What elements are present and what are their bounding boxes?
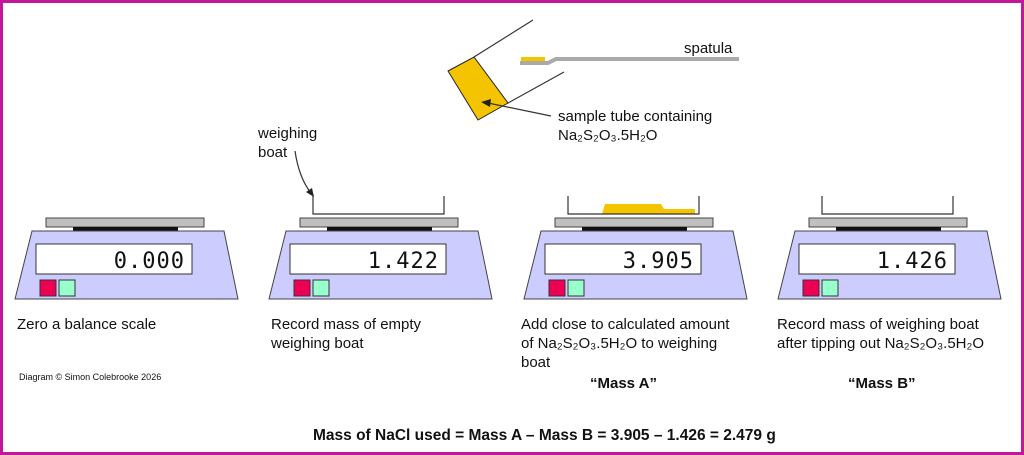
scale-display (35, 243, 193, 275)
weighing-boat (312, 196, 445, 215)
power-button[interactable] (312, 279, 330, 297)
scale-display (798, 243, 956, 275)
caption-line: of Na₂S₂O₃.5H₂O to weighing (521, 335, 718, 352)
balance-scale: 1.426 (777, 196, 1002, 300)
tare-button[interactable] (548, 279, 566, 297)
step-4-caption: Record mass of weighing boat after tippi… (777, 315, 984, 353)
power-button[interactable] (821, 279, 839, 297)
caption-line: after tipping out Na₂S₂O₃.5H₂O (777, 335, 985, 352)
tare-button[interactable] (802, 279, 820, 297)
power-button[interactable] (58, 279, 76, 297)
label-line: boat (258, 144, 288, 161)
sample-tube-label: sample tube containing Na₂S₂O₃.5H₂O (558, 107, 712, 145)
mass-equation: Mass of NaCl used = Mass A – Mass B = 3.… (313, 427, 776, 444)
scale-pan (808, 217, 968, 228)
weighing-boat (821, 196, 954, 215)
mass-a-tag: “Mass A” (590, 375, 657, 392)
sample-tube (447, 19, 565, 121)
label-line: sample tube containing (558, 108, 713, 125)
caption-line: Record mass of weighing boat (777, 316, 979, 333)
step-2-caption: Record mass of empty weighing boat (271, 315, 421, 353)
step-1-caption: Zero a balance scale (17, 315, 156, 334)
pan-support (836, 227, 941, 231)
balance-scale: 1.422 (268, 196, 493, 300)
pan-support (73, 227, 178, 231)
scale-reading: 1.422 (368, 249, 439, 274)
label-line: weighing (258, 125, 318, 142)
caption-line: boat (521, 354, 551, 371)
tare-button[interactable] (39, 279, 57, 297)
caption-line: Add close to calculated amount (521, 316, 730, 333)
step-3-caption: Add close to calculated amount of Na₂S₂O… (521, 315, 729, 372)
weighing-boat (567, 196, 700, 215)
scale-reading: 0.000 (114, 249, 185, 274)
scale-pan (45, 217, 205, 228)
mass-b-tag: “Mass B” (848, 375, 916, 392)
scale-pan (554, 217, 714, 228)
arrow-to-tube (481, 99, 552, 117)
scale-reading: 1.426 (877, 249, 948, 274)
label-line: Na₂S₂O₃.5H₂O (558, 127, 658, 144)
arrow-to-boat (294, 150, 314, 197)
power-button[interactable] (567, 279, 585, 297)
scale-display (289, 243, 447, 275)
balance-scale: 0.000 (14, 217, 239, 300)
pan-support (327, 227, 432, 231)
copyright-credit: Diagram © Simon Colebrooke 2026 (19, 372, 162, 382)
scale-reading: 3.905 (623, 249, 694, 274)
scale-pan (299, 217, 459, 228)
solid-sample (602, 204, 695, 214)
caption-line: Zero a balance scale (17, 316, 157, 333)
caption-line: weighing boat (271, 335, 364, 352)
spatula-label: spatula (684, 40, 733, 57)
spatula (520, 57, 739, 65)
pan-support (582, 227, 687, 231)
scale-display (544, 243, 702, 275)
tare-button[interactable] (293, 279, 311, 297)
diagram-art: 0.000 1.422 3.905 1.426 (14, 19, 1002, 300)
weighing-boat-label: weighing boat (258, 124, 317, 162)
caption-line: Record mass of empty (271, 316, 422, 333)
balance-scale: 3.905 (523, 196, 748, 300)
